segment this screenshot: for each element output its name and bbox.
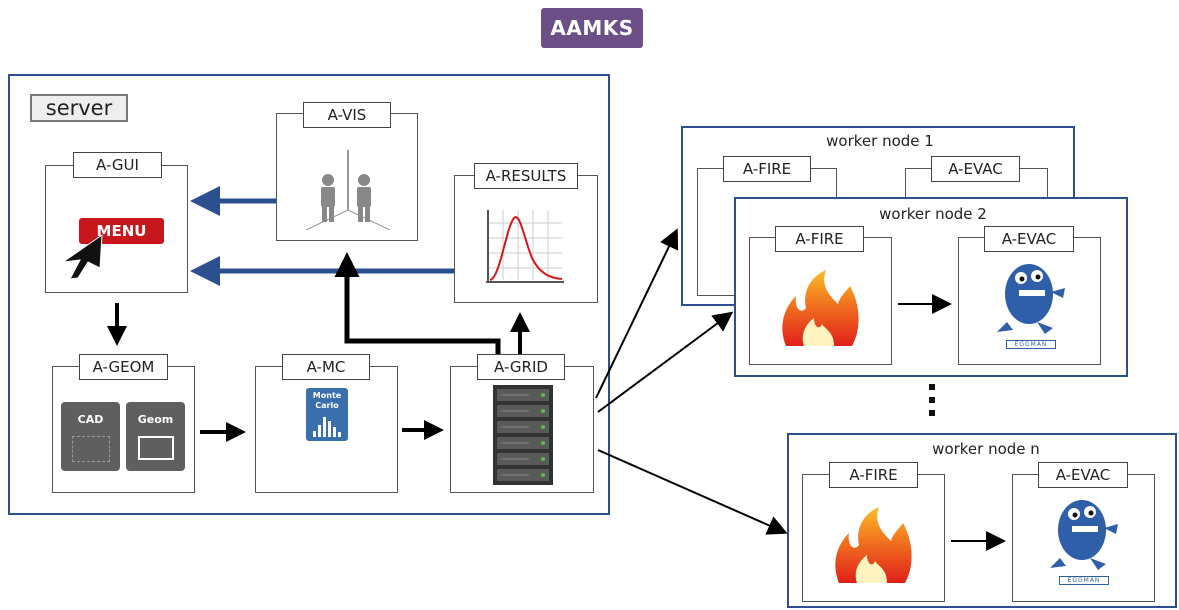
worker-1-fire-label: A-FIRE (723, 156, 811, 182)
mc-module-label: A-MC (282, 354, 370, 380)
monte-carlo-text-1: Monte (312, 391, 342, 400)
grid-to-worker1-arrow (595, 228, 679, 399)
worker-node-n-title: worker node n (932, 440, 1040, 458)
monte-carlo-icon: Monte Carlo (306, 388, 348, 441)
cad-tile-label: CAD (77, 413, 104, 426)
grid-to-vis-arrow (334, 252, 501, 354)
geom-tile-icon: Geom (126, 402, 185, 471)
worker-2-evac-label: A-EVAC (984, 226, 1074, 252)
server-label: server (30, 94, 128, 122)
gui-module-label: A-GUI (73, 152, 162, 178)
menu-icon: MENU (79, 218, 164, 244)
eggman-label: EGGMAN (1059, 576, 1109, 585)
fire-icon (782, 270, 859, 346)
eggman-icon: EGGMAN (1046, 498, 1122, 585)
geom-module-label: A-GEOM (79, 354, 168, 380)
results-chart-icon (486, 210, 564, 283)
grid-to-worker2-arrow (597, 311, 734, 413)
monte-carlo-text-2: Carlo (315, 401, 339, 410)
eggman-label: EGGMAN (1006, 340, 1056, 349)
diagram-title: AAMKS (541, 8, 643, 48)
cursor-icon (62, 234, 103, 280)
results-module-label: A-RESULTS (474, 163, 578, 189)
worker-node-1-title: worker node 1 (826, 132, 934, 150)
vis-module (276, 113, 418, 241)
grid-module-label: A-GRID (477, 354, 565, 380)
server-rack-icon (493, 385, 553, 485)
fire-icon (835, 507, 912, 583)
worker-1-evac-label: A-EVAC (931, 156, 1020, 182)
mirror-people-icon (305, 150, 391, 230)
menu-label: MENU (96, 222, 147, 240)
worker-2-fire-label: A-FIRE (775, 226, 864, 252)
cad-tile-icon: CAD (61, 402, 120, 471)
vis-module-label: A-VIS (303, 102, 391, 128)
ellipsis-dots (928, 384, 936, 420)
eggman-icon: EGGMAN (993, 262, 1069, 349)
worker-n-evac-label: A-EVAC (1038, 462, 1128, 488)
worker-node-2-title: worker node 2 (879, 205, 987, 223)
worker-n-fire-label: A-FIRE (829, 462, 918, 488)
grid-to-workern-arrow (597, 449, 788, 535)
geom-tile-label: Geom (137, 413, 174, 426)
